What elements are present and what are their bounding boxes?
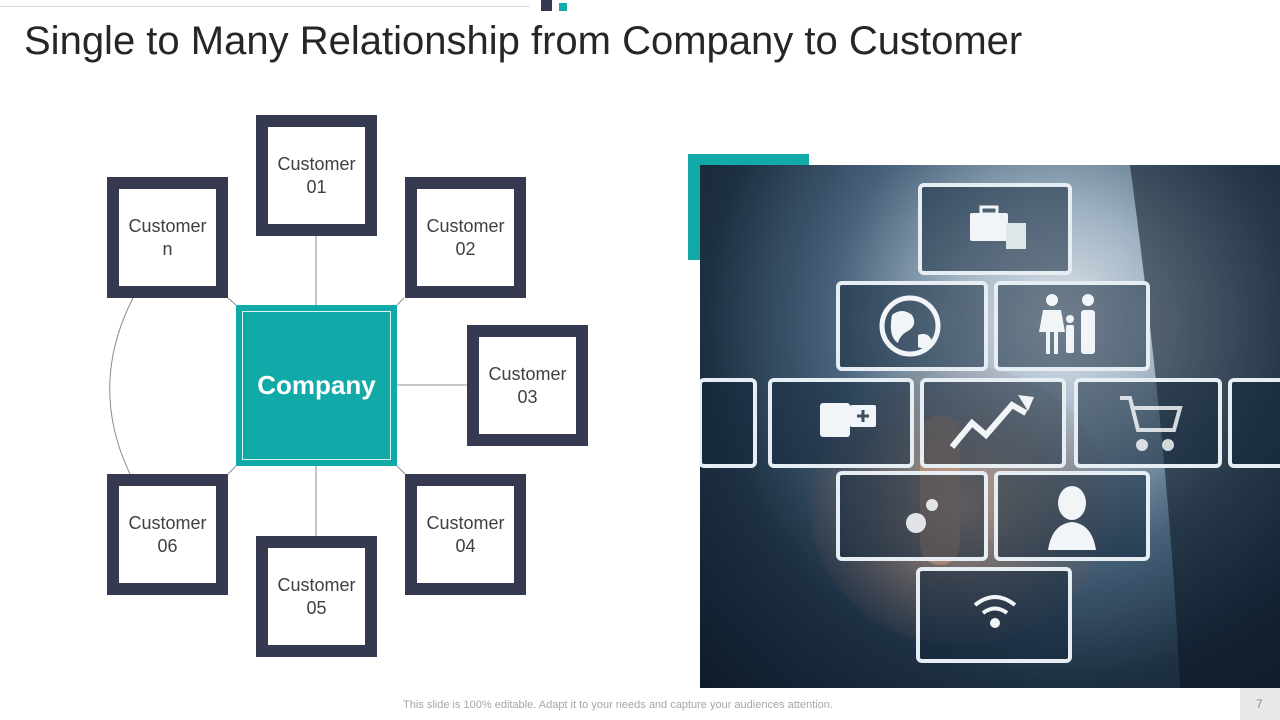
- customer-label: Customer: [426, 512, 505, 533]
- customer-box-n: Customer n: [107, 177, 228, 298]
- customer-box-01: Customer 01: [256, 115, 377, 236]
- decor-square-teal: [559, 3, 567, 11]
- customer-label: Customer: [277, 574, 356, 595]
- customer-number: 03: [517, 386, 538, 407]
- customer-number: 02: [455, 238, 476, 259]
- connector-04: [396, 465, 406, 475]
- customer-number: 01: [306, 176, 327, 197]
- customer-box-04: Customer 04: [405, 474, 526, 595]
- growth-chart-icon: [949, 395, 1034, 449]
- shopping-cart-icon: [1120, 396, 1183, 451]
- customer-label: Customer: [426, 215, 505, 236]
- page-number-tab: [1240, 688, 1280, 720]
- customer-label: Customer: [488, 363, 567, 384]
- customer-number: 05: [306, 597, 327, 618]
- slide-title: Single to Many Relationship from Company…: [24, 19, 1023, 63]
- globe-icon: [879, 295, 941, 357]
- connector-06: [227, 465, 237, 475]
- google-plus-icon: [820, 403, 876, 437]
- connector-02: [396, 297, 405, 306]
- customer-label: Customer: [128, 512, 207, 533]
- customer-number: 06: [157, 535, 178, 556]
- company-inner-frame: [242, 311, 391, 460]
- customer-box-03: Customer 03: [467, 325, 588, 446]
- customer-label: Customer: [128, 215, 207, 236]
- person-icon: [1048, 486, 1096, 550]
- customer-box-06: Customer 06: [107, 474, 228, 595]
- briefcase-icon: [970, 205, 1026, 249]
- screen-tile: [916, 567, 1072, 663]
- screen-tile: [1228, 378, 1280, 468]
- customer-box-02: Customer 02: [405, 177, 526, 298]
- customer-number: n: [162, 238, 173, 259]
- business-icons-photo: [700, 165, 1280, 688]
- idea-head-icon: [906, 499, 938, 533]
- screen-tile: [1074, 378, 1222, 468]
- customer-box-05: Customer 05: [256, 536, 377, 657]
- connector-arc-n-06: [109, 297, 134, 475]
- photo-illustration: [700, 165, 1280, 688]
- page-number: 7: [1256, 697, 1263, 711]
- company-box: Company: [236, 305, 397, 466]
- top-divider-line: [0, 6, 530, 7]
- wifi-icon: [973, 595, 1017, 628]
- decor-square-dark: [541, 0, 552, 11]
- footer-note: This slide is 100% editable. Adapt it to…: [403, 699, 833, 711]
- connector-n: [227, 297, 237, 306]
- company-label: Company: [257, 370, 376, 400]
- customer-label: Customer: [277, 153, 356, 174]
- family-icon: [1039, 294, 1095, 354]
- screen-tile: [700, 378, 757, 468]
- customer-number: 04: [455, 535, 476, 556]
